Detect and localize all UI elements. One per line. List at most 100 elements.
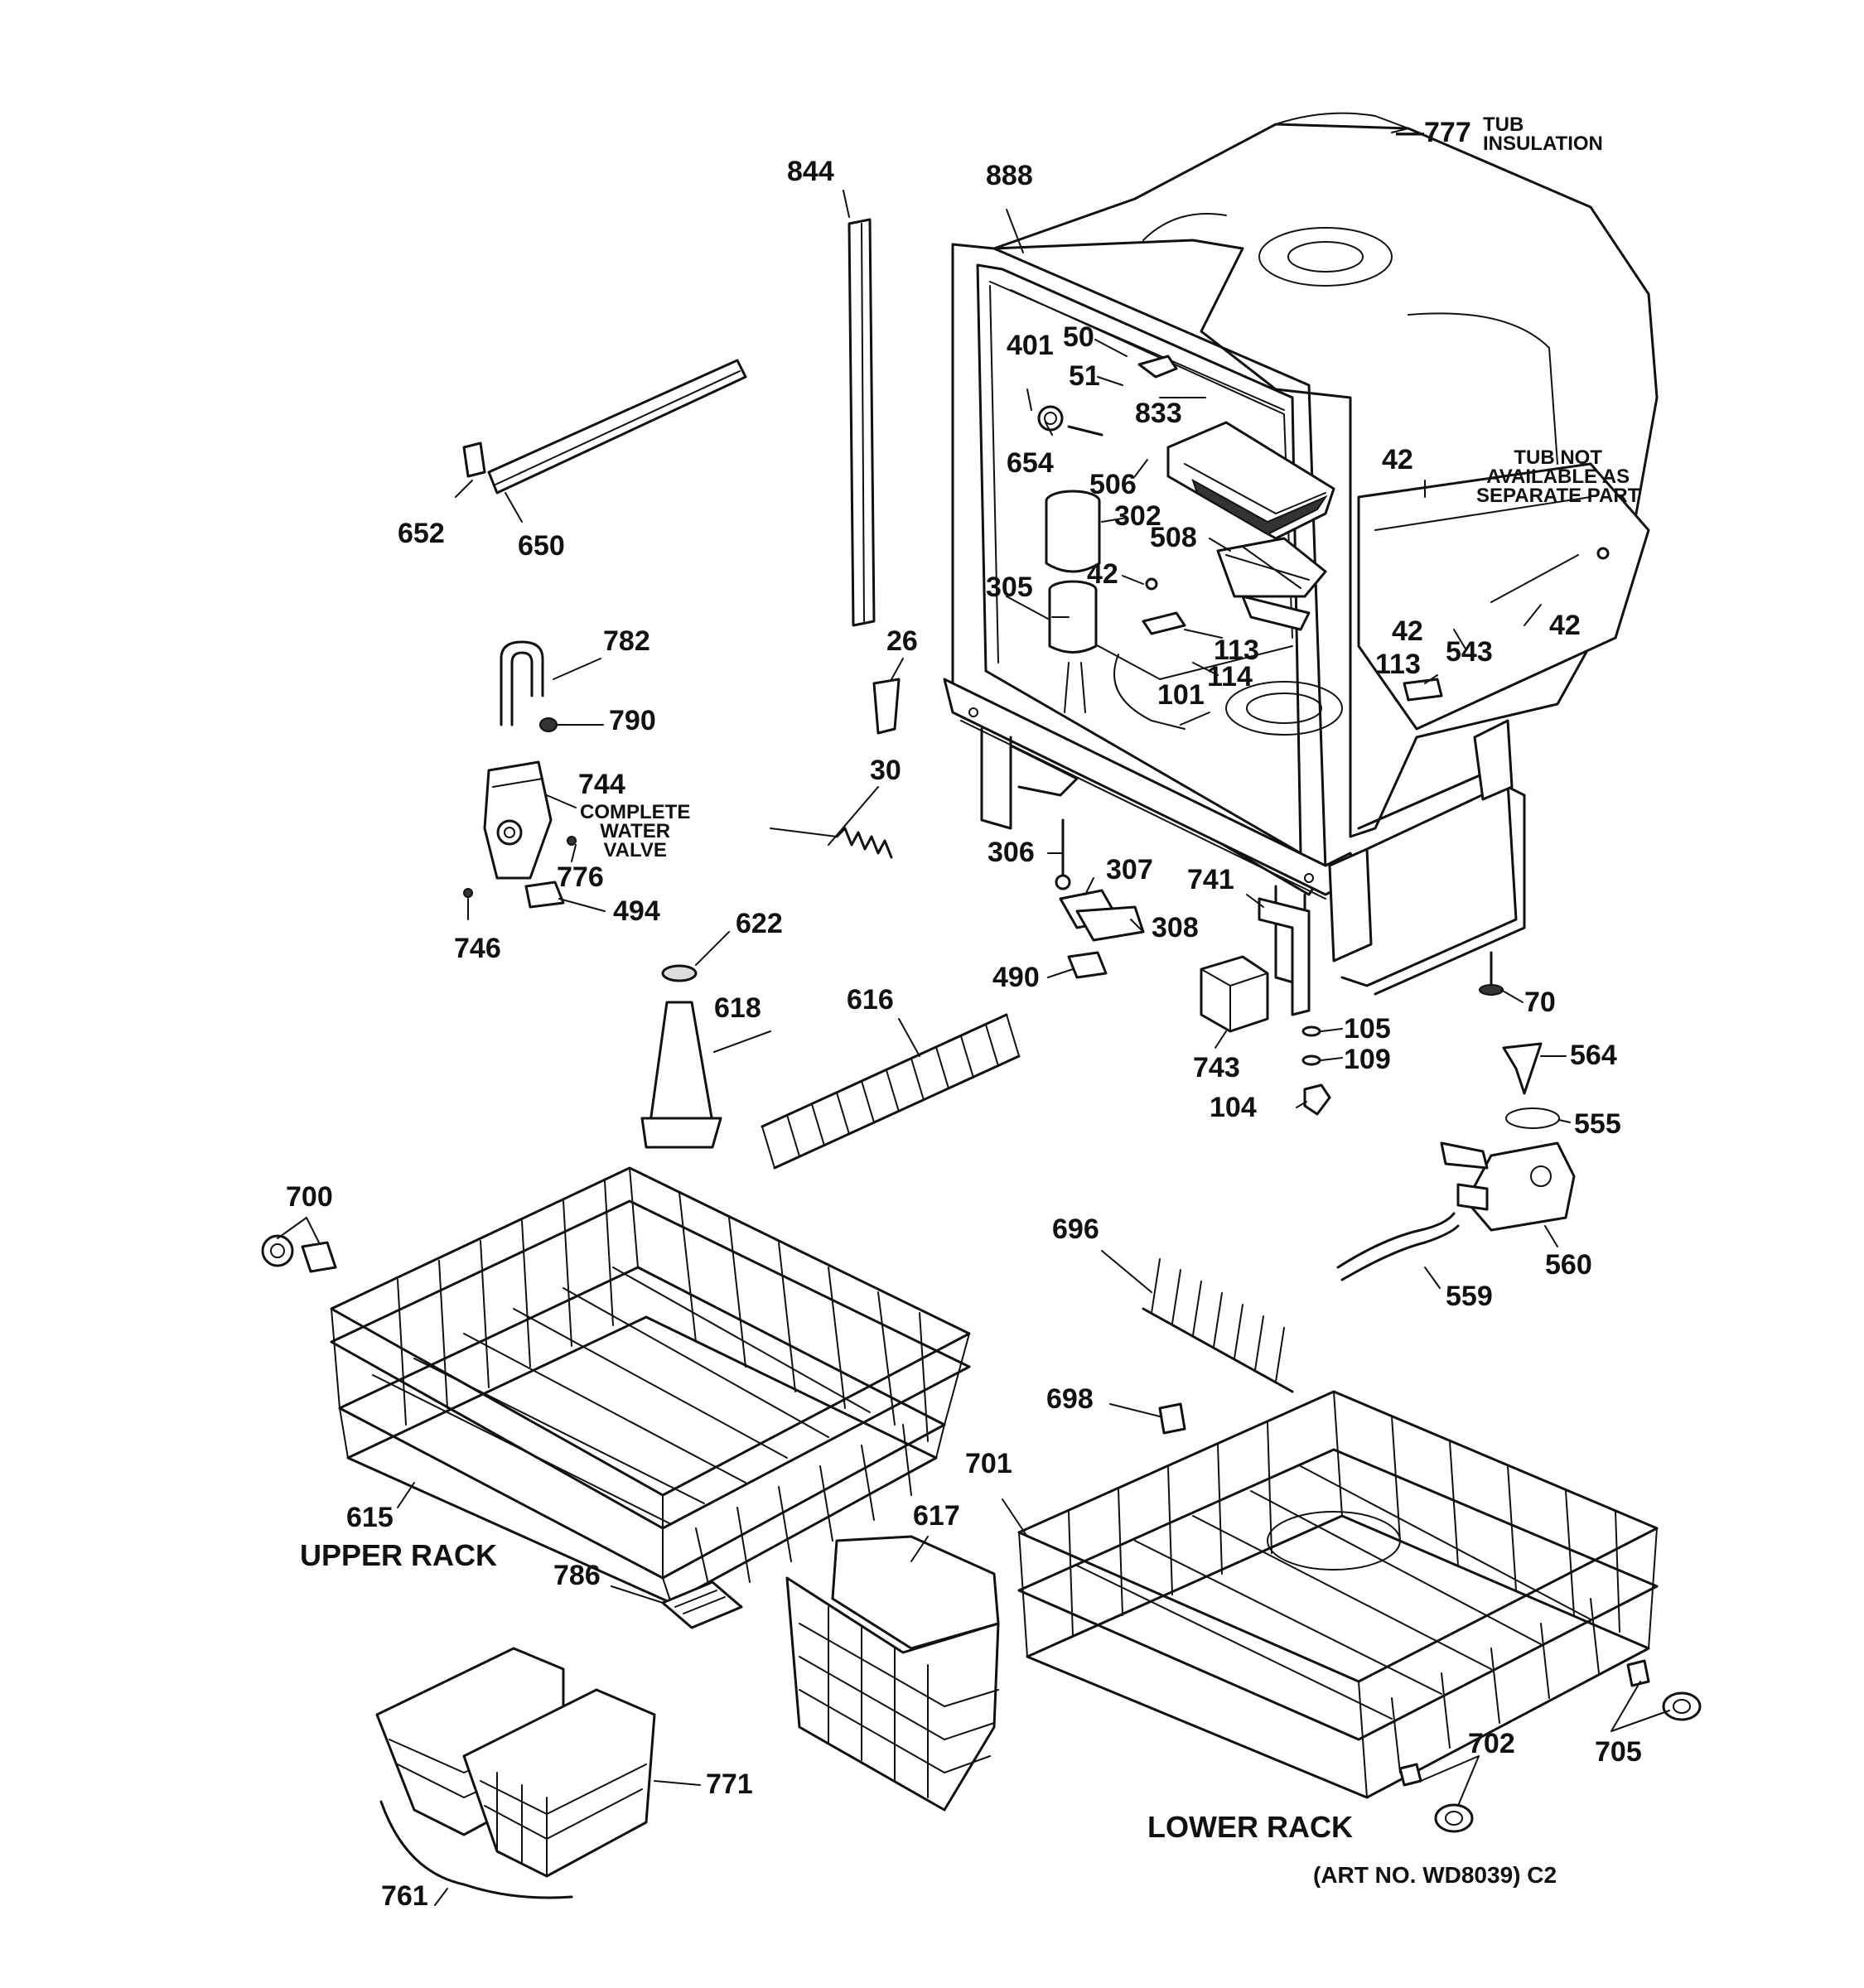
part-30-spring bbox=[770, 827, 893, 859]
float-part bbox=[1216, 537, 1327, 631]
label-652: 652 bbox=[398, 518, 445, 549]
label-494: 494 bbox=[613, 895, 660, 927]
part-652 bbox=[462, 442, 486, 478]
caption-lower-rack: LOWER RACK bbox=[1147, 1810, 1353, 1844]
label-101: 101 bbox=[1157, 679, 1205, 711]
label-307: 307 bbox=[1106, 854, 1153, 885]
label-42-c: 42 bbox=[1549, 610, 1581, 641]
label-654: 654 bbox=[1007, 447, 1054, 479]
art-number: (ART NO. WD8039) C2 bbox=[1313, 1862, 1557, 1888]
label-782: 782 bbox=[603, 625, 650, 657]
label-42-b: 42 bbox=[1382, 444, 1413, 475]
cylinder-305 bbox=[1048, 580, 1098, 713]
caption-upper-rack: UPPER RACK bbox=[300, 1538, 498, 1572]
part-782 bbox=[500, 640, 544, 726]
label-650: 650 bbox=[518, 530, 565, 562]
label-743: 743 bbox=[1193, 1052, 1240, 1083]
label-42-a: 42 bbox=[1087, 558, 1118, 590]
label-104: 104 bbox=[1210, 1092, 1257, 1123]
part-650 bbox=[487, 359, 747, 495]
label-42-d: 42 bbox=[1392, 615, 1423, 647]
label-114: 114 bbox=[1207, 661, 1253, 692]
label-305: 305 bbox=[986, 572, 1033, 603]
label-506: 506 bbox=[1089, 469, 1137, 500]
part-308 bbox=[1075, 905, 1145, 942]
part-560 bbox=[1440, 1141, 1576, 1232]
label-618: 618 bbox=[714, 992, 761, 1024]
label-844: 844 bbox=[787, 156, 834, 187]
part-744-valve bbox=[483, 760, 553, 880]
part-490 bbox=[1067, 951, 1108, 979]
label-615: 615 bbox=[346, 1502, 394, 1533]
part-698 bbox=[1158, 1402, 1186, 1435]
part-700 bbox=[261, 1234, 337, 1273]
label-786: 786 bbox=[553, 1560, 601, 1591]
part-696 bbox=[1142, 1258, 1294, 1393]
part-618 bbox=[640, 1001, 722, 1149]
part-786 bbox=[661, 1580, 743, 1629]
label-746: 746 bbox=[454, 933, 501, 964]
tub-small-parts bbox=[1037, 355, 1610, 730]
label-30: 30 bbox=[870, 755, 901, 786]
label-559: 559 bbox=[1446, 1281, 1493, 1312]
part-617 bbox=[785, 1535, 1000, 1812]
part-616 bbox=[761, 1013, 1021, 1170]
label-70: 70 bbox=[1524, 987, 1556, 1018]
label-698: 698 bbox=[1046, 1383, 1094, 1415]
label-26: 26 bbox=[886, 625, 918, 657]
label-617: 617 bbox=[913, 1500, 960, 1532]
label-109: 109 bbox=[1344, 1044, 1391, 1075]
label-696: 696 bbox=[1052, 1214, 1099, 1245]
label-700: 700 bbox=[286, 1181, 333, 1213]
label-105: 105 bbox=[1344, 1013, 1391, 1045]
part-559 bbox=[1340, 1224, 1460, 1281]
label-306: 306 bbox=[988, 837, 1035, 868]
part-741 bbox=[1258, 897, 1311, 1016]
tub-drawing bbox=[943, 112, 1659, 996]
label-622: 622 bbox=[736, 908, 783, 939]
label-771: 771 bbox=[706, 1768, 753, 1800]
lower-rack-drawing bbox=[1017, 1390, 1659, 1799]
label-490: 490 bbox=[992, 962, 1040, 993]
label-308: 308 bbox=[1152, 912, 1199, 943]
label-833: 833 bbox=[1135, 398, 1182, 429]
upper-rack-drawing bbox=[330, 1166, 971, 1604]
label-888: 888 bbox=[986, 160, 1033, 191]
part-104 bbox=[1303, 1083, 1331, 1116]
label-776: 776 bbox=[557, 861, 604, 893]
leader-lines bbox=[277, 128, 1670, 1906]
label-790: 790 bbox=[609, 705, 656, 736]
part-26 bbox=[872, 678, 901, 735]
label-777: —777 bbox=[1396, 117, 1471, 148]
part-743 bbox=[1200, 955, 1269, 1033]
label-113-a: 113 bbox=[1214, 635, 1259, 666]
label-701: 701 bbox=[965, 1448, 1012, 1479]
label-560: 560 bbox=[1545, 1249, 1592, 1281]
cylinder-302 bbox=[1045, 490, 1101, 573]
label-113-b: 113 bbox=[1375, 649, 1421, 680]
label-741: 741 bbox=[1187, 864, 1234, 895]
label-51: 51 bbox=[1069, 360, 1100, 392]
part-494 bbox=[524, 881, 565, 909]
label-508: 508 bbox=[1150, 522, 1197, 553]
part-705 bbox=[1626, 1659, 1702, 1721]
part-564 bbox=[1502, 1042, 1543, 1095]
label-616: 616 bbox=[847, 984, 894, 1016]
label-302: 302 bbox=[1114, 500, 1161, 532]
label-705: 705 bbox=[1595, 1736, 1642, 1768]
label-543: 543 bbox=[1446, 636, 1493, 668]
label-564: 564 bbox=[1570, 1040, 1617, 1071]
part-622 bbox=[661, 964, 698, 982]
dispenser-module bbox=[1166, 421, 1335, 540]
label-50: 50 bbox=[1063, 321, 1094, 353]
part-702 bbox=[1398, 1763, 1474, 1833]
label-744: 744 bbox=[578, 769, 625, 800]
part-771 bbox=[375, 1647, 656, 1878]
label-401: 401 bbox=[1007, 330, 1054, 361]
label-555: 555 bbox=[1574, 1108, 1621, 1140]
